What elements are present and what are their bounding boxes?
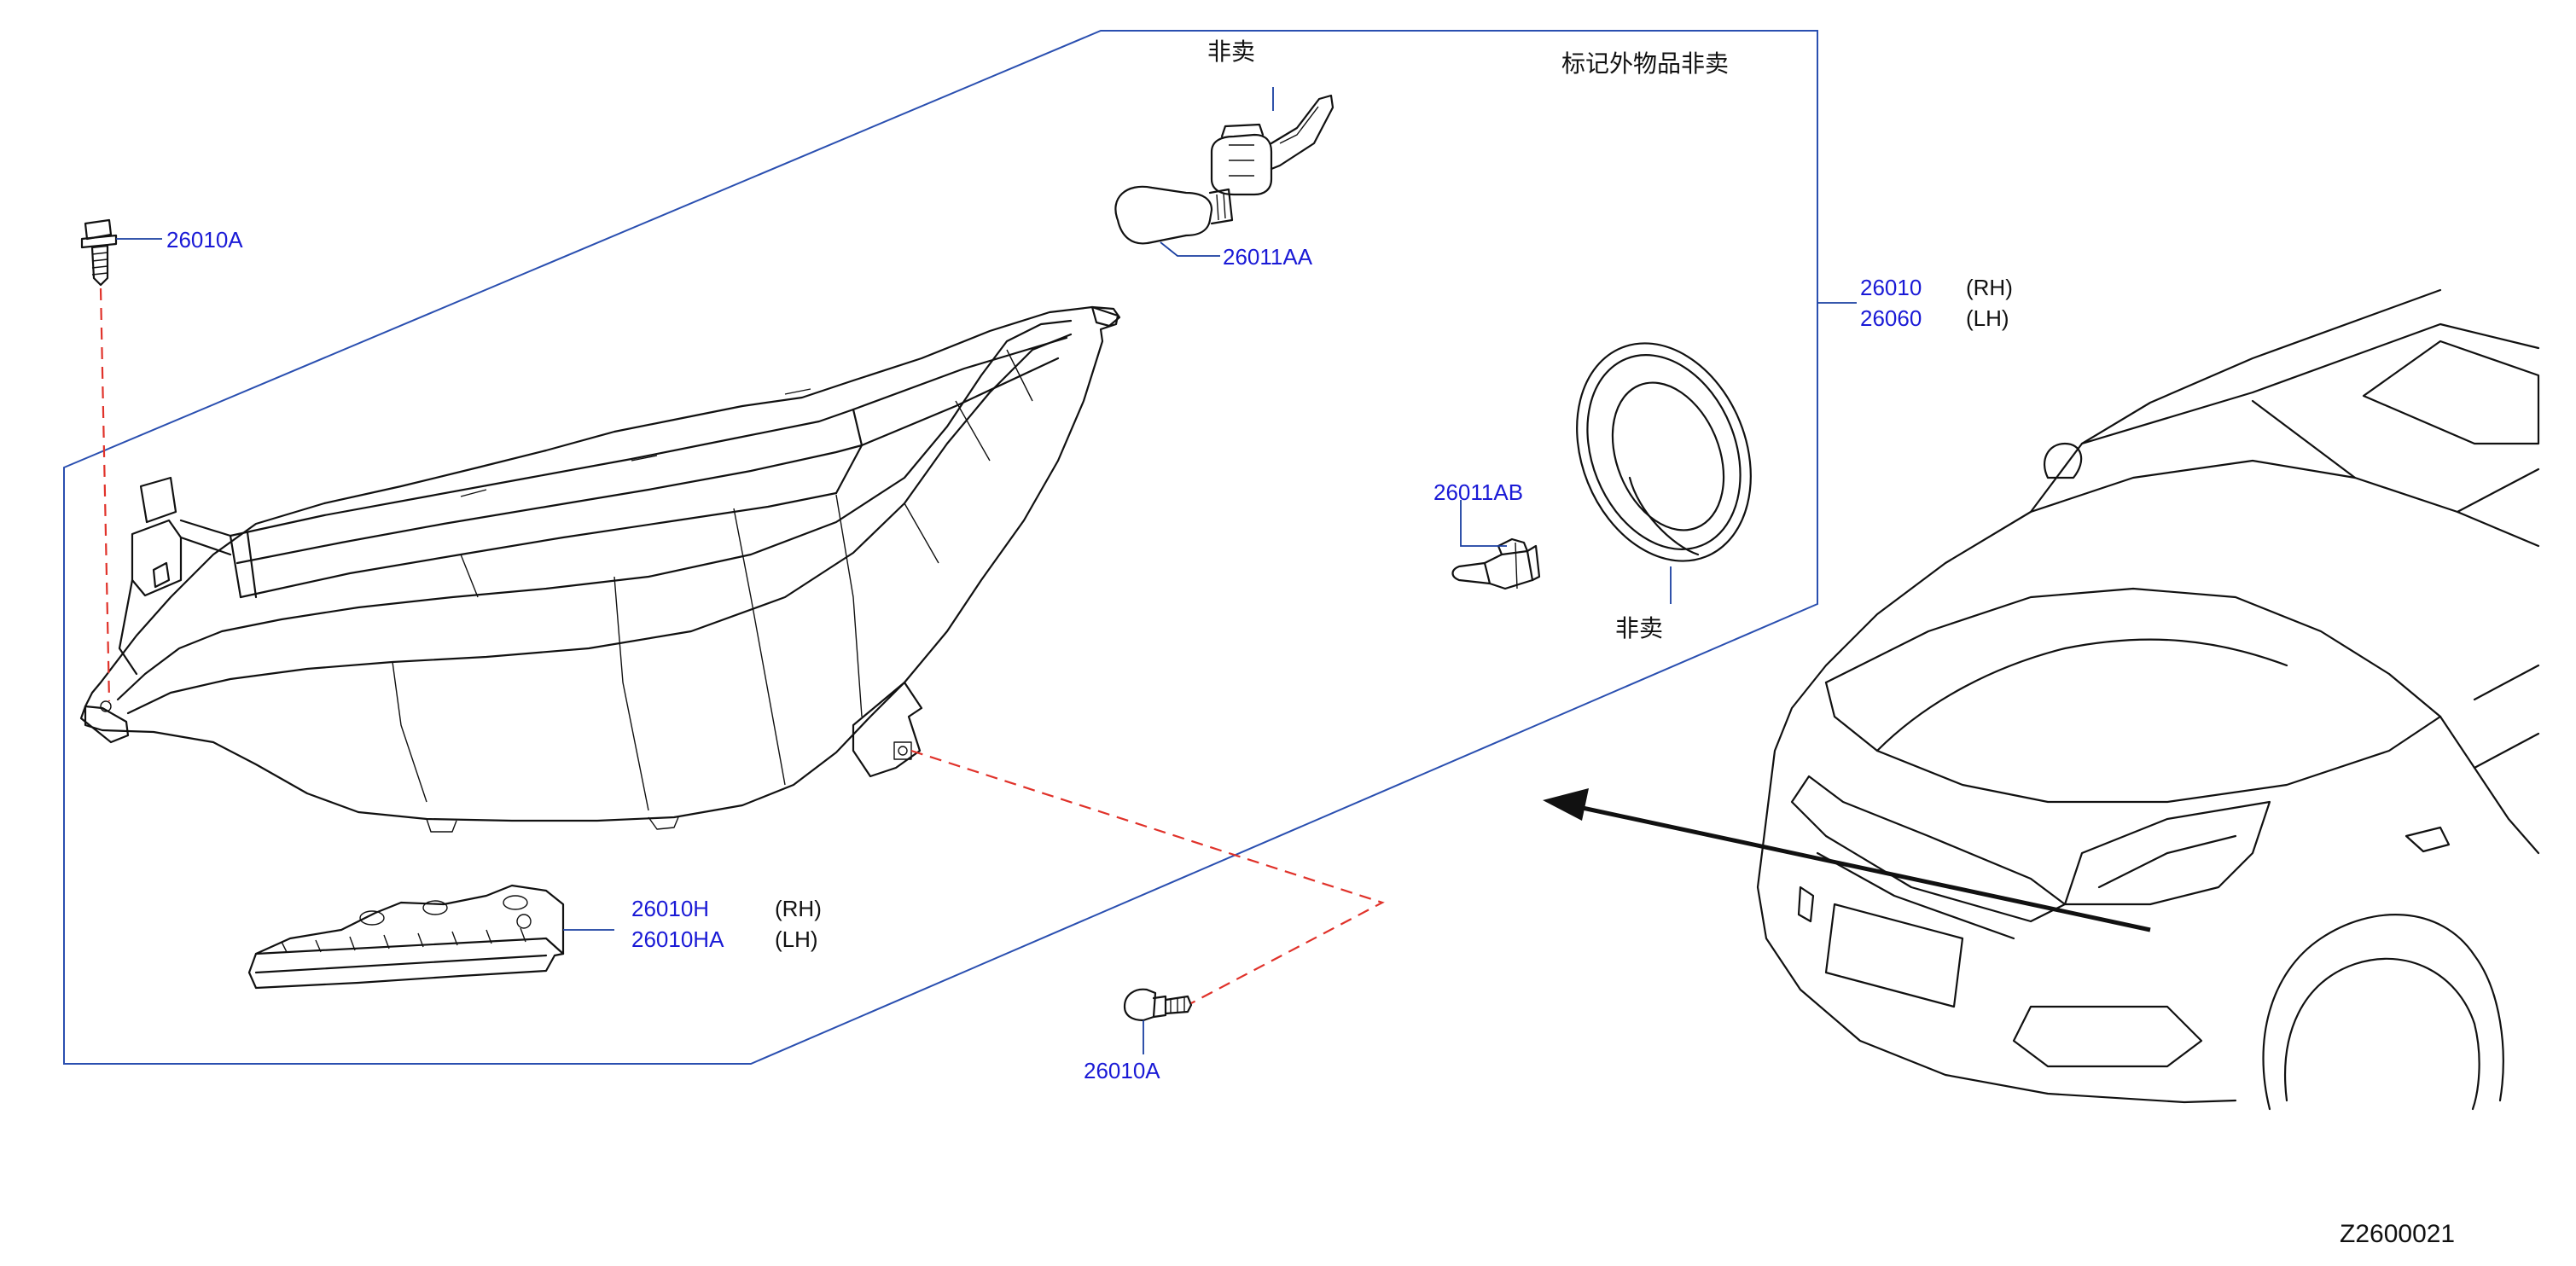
bolt-top-icon <box>80 218 162 287</box>
direction-arrow <box>1543 788 2151 932</box>
headlamp-assembly <box>79 305 1121 833</box>
bolt-bottom-guide-line <box>910 749 1385 1004</box>
assembly-frame <box>63 30 1818 1065</box>
seal-ring-icon <box>1576 342 1752 604</box>
side-label-lh-headlamp: (LH) <box>1966 305 2009 331</box>
side-label-rh-headlamp: (RH) <box>1966 275 2013 300</box>
part-label-headlamp-rh[interactable]: 26010 <box>1860 275 1922 300</box>
not-sold-label-socket: 非卖 <box>1207 38 1255 66</box>
side-label-lh-bracket: (LH) <box>775 926 818 952</box>
not-sold-label-seal: 非卖 <box>1615 614 1663 642</box>
bulb-26011aa-icon <box>1114 185 1234 257</box>
part-label-bolt-top[interactable]: 26010A <box>166 227 243 253</box>
marked-not-sold-note: 标记外物品非卖 <box>1561 49 1729 78</box>
mounting-bracket-icon <box>247 884 614 990</box>
bolt-bottom-icon <box>1123 988 1193 1054</box>
bolt-top-guide-line <box>99 287 111 702</box>
side-label-rh-bracket: (RH) <box>775 896 822 921</box>
vehicle-sketch <box>1756 288 2540 1111</box>
part-label-bulb-ab[interactable]: 26011AB <box>1433 479 1523 505</box>
diagram-id: Z2600021 <box>2340 1220 2455 1248</box>
part-label-bracket-lh[interactable]: 26010HA <box>631 926 724 952</box>
bulb-socket-icon <box>1210 87 1335 196</box>
part-label-headlamp-lh[interactable]: 26060 <box>1860 305 1922 331</box>
part-label-bulb-aa[interactable]: 26011AA <box>1223 244 1313 270</box>
part-label-bracket-rh[interactable]: 26010H <box>631 896 709 921</box>
part-label-bolt-bottom[interactable]: 26010A <box>1084 1058 1160 1083</box>
bulb-26011ab-icon <box>1451 500 1541 590</box>
